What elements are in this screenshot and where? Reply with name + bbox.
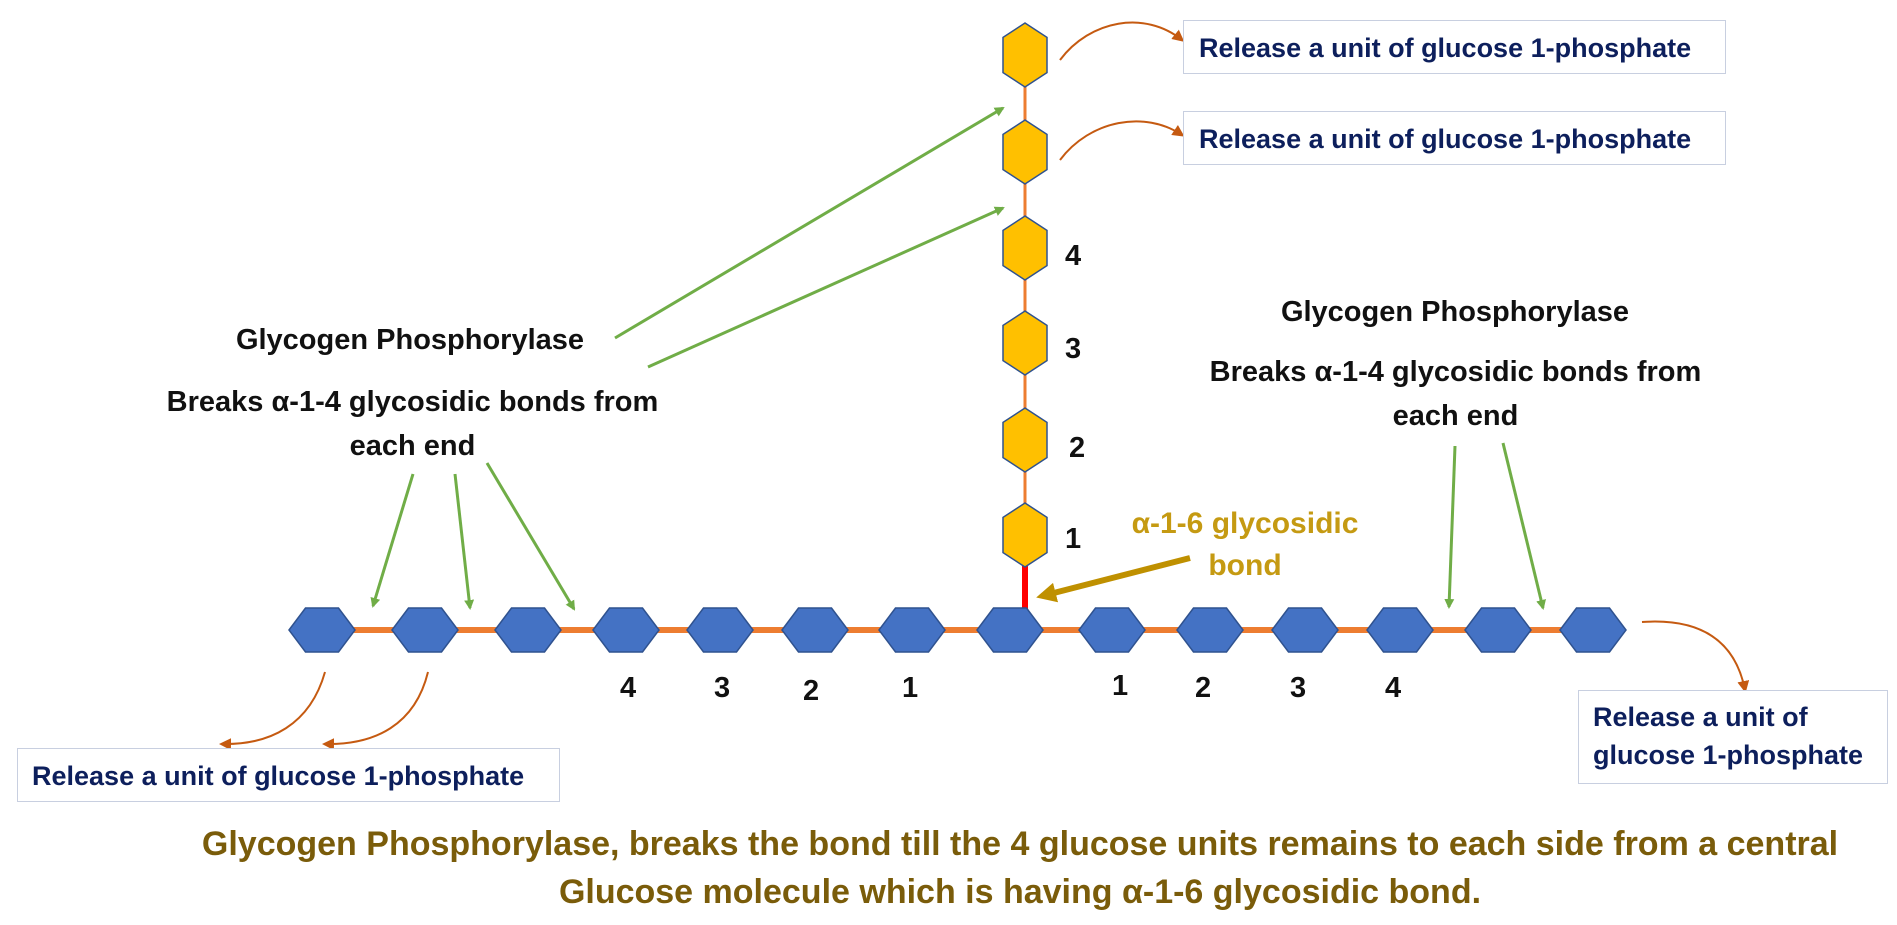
enzyme-label-left-desc: Breaks α-1-4 glycosidic bonds from each …	[100, 380, 725, 468]
release-box-bottom-right: Release a unit of glucose 1-phosphate	[1578, 690, 1888, 784]
chain-glucose-unit	[288, 607, 356, 653]
chain-glucose-unit	[494, 607, 562, 653]
branch-number: 1	[1065, 523, 1082, 555]
caption-line2: Glucose molecule which is having α-1-6 g…	[558, 873, 1482, 911]
enzyme-arrows-left	[370, 106, 1005, 611]
release-box-bottom-left: Release a unit of glucose 1-phosphate	[17, 748, 560, 802]
enzyme-arrow	[485, 462, 576, 611]
enzyme-desc-line2: each end	[349, 430, 476, 462]
chain-glucose-unit	[1366, 607, 1434, 653]
release-box-top-2: Release a unit of glucose 1-phosphate	[1183, 111, 1726, 165]
chain-glucose-unit	[1078, 607, 1146, 653]
main-chain-glucose-units	[288, 607, 1627, 653]
branch-glucose-unit	[1002, 22, 1048, 88]
enzyme-desc-line1: Breaks α-1-4 glycosidic bonds from	[166, 386, 659, 418]
branch-number: 3	[1065, 333, 1082, 365]
enzyme-label-right-desc: Breaks α-1-4 glycosidic bonds from each …	[1143, 350, 1768, 438]
bond-label-line1: α-1-6 glycosidic	[1131, 507, 1359, 540]
left-chain-number: 4	[620, 672, 637, 704]
bond-label-line2: bond	[1208, 549, 1282, 582]
release-arrow	[1059, 120, 1185, 161]
chain-glucose-unit	[592, 607, 660, 653]
enzyme-arrow	[1444, 445, 1457, 609]
release-box-text-line1: Release a unit of	[1593, 702, 1808, 732]
release-box-text: Release a unit of glucose 1-phosphate	[1199, 124, 1692, 154]
right-chain-number: 2	[1195, 672, 1212, 704]
enzyme-arrows-right	[1444, 442, 1546, 610]
release-box-text: Release a unit of glucose 1-phosphate	[1199, 33, 1692, 63]
release-arrow	[219, 671, 326, 751]
right-chain-number: 1	[1112, 670, 1129, 702]
release-arrow	[1641, 620, 1750, 693]
branch-number: 2	[1069, 432, 1086, 464]
diagram-caption: Glycogen Phosphorylase, breaks the bond …	[150, 820, 1890, 916]
chain-glucose-unit	[1176, 607, 1244, 653]
branch-number: 4	[1065, 240, 1082, 272]
enzyme-desc-line1: Breaks α-1-4 glycosidic bonds from	[1209, 356, 1702, 388]
branch-glucose-unit	[1002, 310, 1048, 376]
enzyme-arrow	[647, 206, 1005, 369]
enzyme-arrow	[614, 106, 1005, 340]
enzyme-label-right-name: Glycogen Phosphorylase	[1280, 296, 1630, 328]
chain-glucose-unit	[976, 607, 1044, 653]
chain-glucose-unit	[1559, 607, 1627, 653]
release-box-top-1: Release a unit of glucose 1-phosphate	[1183, 20, 1726, 74]
enzyme-arrow	[453, 473, 475, 610]
branch-glucose-unit	[1002, 215, 1048, 281]
chain-glucose-unit	[781, 607, 849, 653]
release-arrow	[1059, 21, 1185, 61]
branch-glucose-unit	[1002, 119, 1048, 185]
enzyme-arrow	[1501, 442, 1546, 610]
chain-glucose-unit	[391, 607, 459, 653]
left-chain-number: 3	[714, 672, 731, 704]
enzyme-arrow	[370, 473, 415, 608]
branch-glucose-units	[1002, 22, 1048, 568]
left-chain-number: 1	[902, 672, 919, 704]
enzyme-desc-line2: each end	[1392, 400, 1519, 432]
chain-glucose-unit	[1464, 607, 1532, 653]
alpha-1-6-bond-label: α-1-6 glycosidic bond	[1105, 503, 1385, 587]
branch-glucose-unit	[1002, 407, 1048, 473]
chain-glucose-unit	[1271, 607, 1339, 653]
enzyme-label-left-name: Glycogen Phosphorylase	[235, 324, 585, 356]
chain-glucose-unit	[878, 607, 946, 653]
release-arrows	[219, 21, 1750, 751]
alpha-1-6-bond-pointer	[1036, 555, 1191, 603]
chain-glucose-unit	[686, 607, 754, 653]
right-chain-number: 4	[1385, 672, 1402, 704]
caption-line1: Glycogen Phosphorylase, breaks the bond …	[201, 825, 1839, 863]
release-box-text-line2: glucose 1-phosphate	[1593, 740, 1864, 770]
left-chain-number: 2	[803, 675, 820, 707]
right-chain-number: 3	[1290, 672, 1307, 704]
release-box-text: Release a unit of glucose 1-phosphate	[32, 761, 525, 791]
release-arrow	[322, 671, 429, 751]
branch-glucose-unit	[1002, 502, 1048, 568]
